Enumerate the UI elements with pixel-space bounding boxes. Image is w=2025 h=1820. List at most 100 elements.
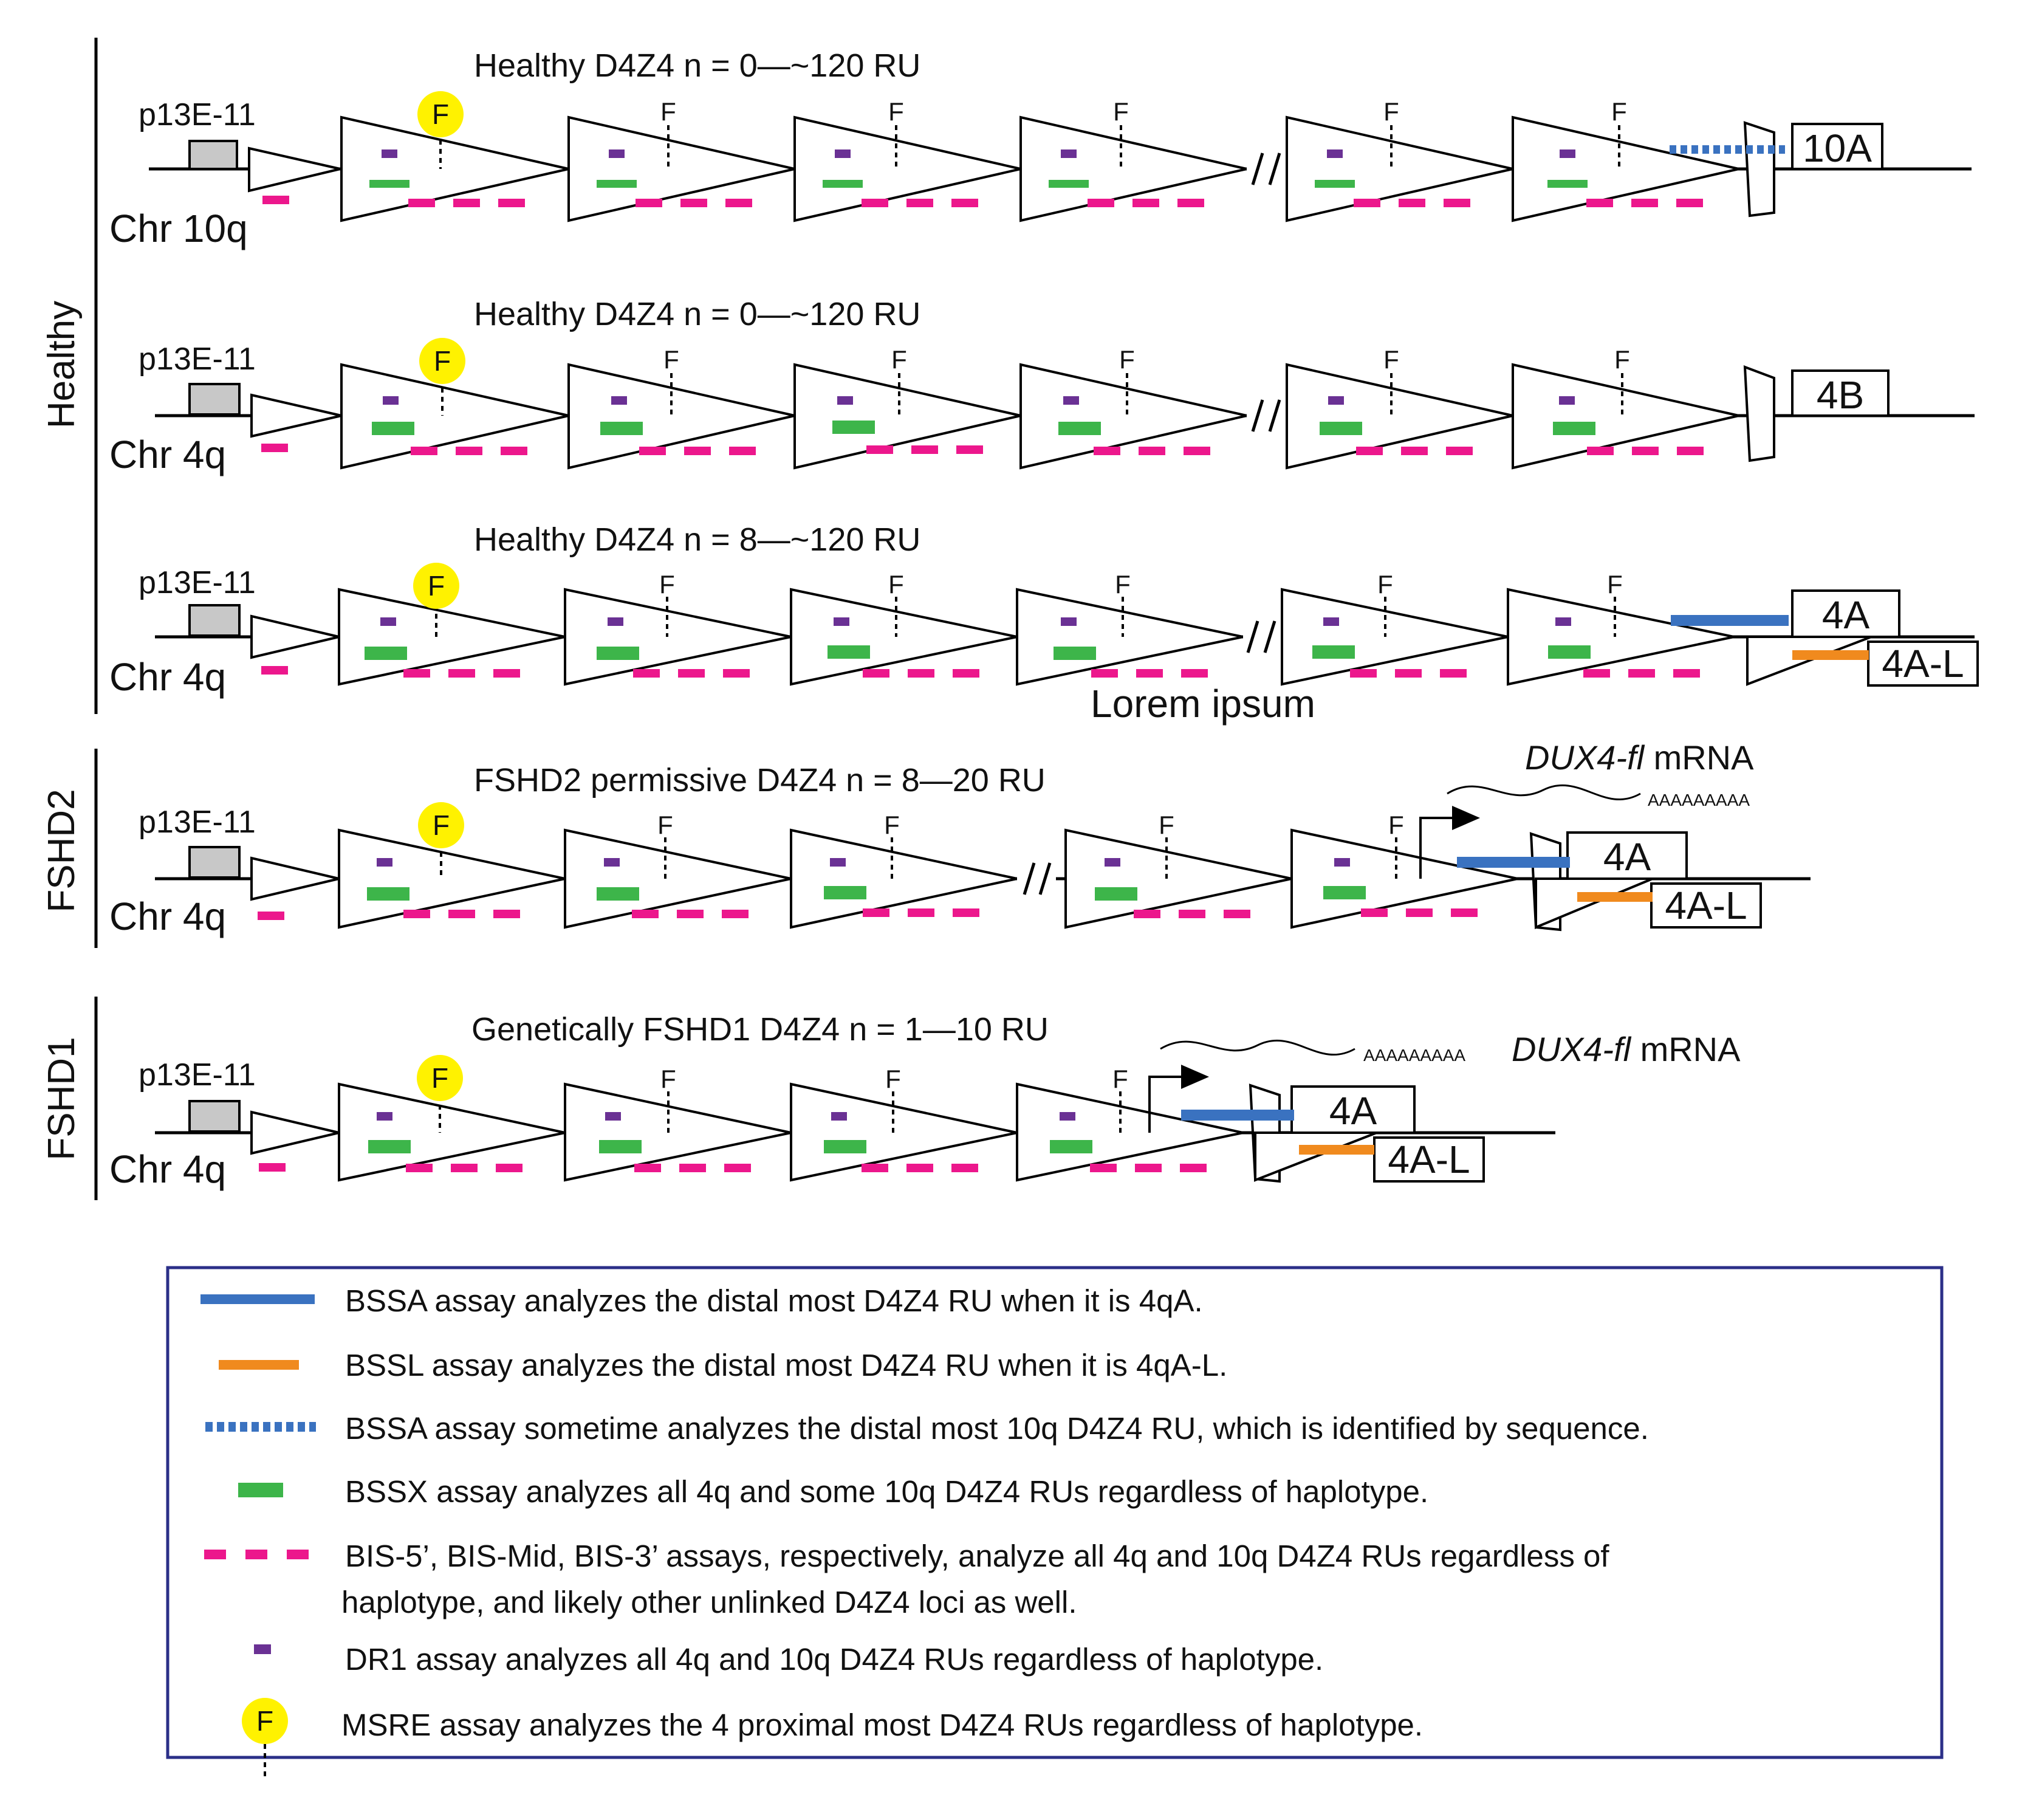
d4z4-repeat-unit: F <box>1016 1065 1244 1182</box>
msre-f-circle <box>418 802 464 848</box>
f-site-label: F <box>891 345 907 374</box>
break-mark <box>1246 620 1259 653</box>
haplotype-label: 4A <box>1603 835 1651 879</box>
f-site-label: F <box>659 570 675 599</box>
row-chr4q-4b: Healthy D4Z4 n = 0—~120 RU p13E-11 Chr 4… <box>109 296 1975 476</box>
legend-swatch-dr1 <box>254 1644 271 1654</box>
proximal-segment <box>250 393 342 438</box>
d4z4-repeat-unit: F <box>1281 570 1509 686</box>
f-site-label: F <box>1119 345 1135 374</box>
d4z4-repeat-unit: F <box>564 570 792 686</box>
partial-repeat <box>1743 365 1775 462</box>
d4z4-repeat-unit: F <box>1507 570 1735 686</box>
haplotype-l-box <box>1867 640 1979 687</box>
msre-f-circle <box>419 338 465 384</box>
row-chr10q: Healthy D4Z4 n = 0—~120 RU p13E-11 Chr 1… <box>109 47 1972 250</box>
p13e-11-probe-box <box>188 1100 241 1133</box>
f-site-label: F <box>888 570 904 599</box>
legend-text: MSRE assay analyzes the 4 proximal most … <box>341 1708 1423 1742</box>
break-mark <box>1023 862 1036 895</box>
bssx-probe <box>369 180 409 188</box>
bssa-probe <box>1457 857 1570 868</box>
row-fshd1: Genetically FSHD1 D4Z4 n = 1—10 RU p13E-… <box>109 1011 1741 1191</box>
partial-repeat <box>1743 121 1775 218</box>
section-label-healthy: Healthy <box>41 301 83 428</box>
d4z4-repeat-unit: F <box>790 1065 1018 1182</box>
f-site-label: F <box>1607 570 1623 599</box>
transcription-arrow <box>1148 1076 1181 1133</box>
d4z4-repeat-unit: F <box>1016 570 1244 686</box>
haplotype-box <box>1791 369 1890 417</box>
f-site-label: F <box>1388 811 1404 839</box>
4a-l-distal-segment <box>1746 636 1872 686</box>
f-site-label: F <box>432 98 449 130</box>
overlay-text: Lorem ipsum <box>1091 682 1315 726</box>
d4z4-repeat-unit: F <box>564 1065 792 1182</box>
haplotype-label: 4A <box>1822 593 1870 637</box>
d4z4-repeat-unit: F <box>340 91 569 222</box>
row-chr4q-4a: Healthy D4Z4 n = 8—~120 RU p13E-11 Chr 4… <box>109 521 1979 726</box>
d4z4-repeat-unit: F <box>1064 811 1292 929</box>
p13e-11-probe-box <box>188 846 241 879</box>
msre-f-circle <box>417 91 464 137</box>
d4z4-repeat-unit: F <box>793 345 1021 470</box>
chromosome-label: Chr 4q <box>109 433 226 476</box>
d4z4-repeat-unit: F <box>790 811 1018 929</box>
dr1-probe <box>382 149 397 158</box>
d4z4-repeat-unit: F <box>790 570 1018 686</box>
probe-label: p13E-11 <box>139 805 256 840</box>
p13e-11-probe-box <box>188 604 241 637</box>
legend-swatch-bssx <box>238 1483 283 1497</box>
f-site-label: F <box>1377 570 1393 599</box>
chromosome-label: Chr 4q <box>109 895 226 938</box>
haplotype-label: 4A <box>1329 1089 1377 1133</box>
msre-f-circle <box>417 1055 463 1101</box>
break-mark <box>1251 399 1264 432</box>
f-site-label: F <box>663 345 679 374</box>
bssl-probe <box>1299 1145 1374 1155</box>
d4z4-repeat-unit: F <box>1286 97 1513 222</box>
f-site-label: F <box>660 1065 676 1093</box>
haplotype-l-box <box>1650 882 1762 929</box>
f-site-label: F <box>433 809 450 841</box>
f-site-label: F <box>1159 811 1174 839</box>
mrna-label: DUX4-fl mRNA <box>1525 738 1754 777</box>
proximal-segment <box>248 146 341 193</box>
d4z4-repeat-unit: F <box>567 97 795 222</box>
section-label-fshd1: FSHD1 <box>41 1037 83 1160</box>
proximal-segment <box>250 1110 340 1155</box>
f-site-label: F <box>434 345 451 377</box>
f-site-label: F <box>1383 97 1399 126</box>
d4z4-repeat-unit: F <box>1512 97 1739 222</box>
bis-probe-dash <box>261 444 288 452</box>
section-label-fshd2: FSHD2 <box>41 789 83 912</box>
haplotype-l-box <box>1373 1136 1485 1183</box>
chromosome-label: Chr 4q <box>109 655 226 699</box>
legend-text: BSSL assay analyzes the distal most D4Z4… <box>345 1348 1227 1382</box>
p13e-11-probe-box <box>188 140 238 170</box>
f-site-label: F <box>885 1065 901 1093</box>
polya-tail: AAAAAAAAA <box>1648 791 1750 809</box>
d4z4-repeat-unit: F <box>338 1055 566 1182</box>
legend-text: BIS-5’, BIS-Mid, BIS-3’ assays, respecti… <box>345 1539 1609 1573</box>
d4z4-repeat-unit: F <box>1019 97 1247 222</box>
chromosome-label: Chr 4q <box>109 1147 226 1191</box>
legend-text-continued: haplotype, and likely other unlinked D4Z… <box>341 1585 1077 1619</box>
proximal-segment <box>250 614 340 659</box>
legend-swatch-msre-circle <box>242 1698 288 1744</box>
legend-text: DR1 assay analyzes all 4q and 10q D4Z4 R… <box>345 1642 1323 1677</box>
probe-label: p13E-11 <box>139 342 256 377</box>
f-site-label: F <box>884 811 900 839</box>
d4z4-repeat-unit: F <box>338 802 566 929</box>
d4z4-repeat-unit: F <box>567 345 795 470</box>
proximal-segment <box>250 856 340 901</box>
row-title: Genetically FSHD1 D4Z4 n = 1—10 RU <box>471 1011 1049 1048</box>
d4z4-repeat-unit: F <box>564 811 792 929</box>
legend-text: BSSA assay analyzes the distal most D4Z4… <box>345 1283 1203 1318</box>
haplotype-label: 10A <box>1803 126 1872 170</box>
mrna-label: DUX4-fl mRNA <box>1512 1030 1741 1068</box>
f-site-label: F <box>660 97 676 126</box>
legend-text: BSSX assay analyzes all 4q and some 10q … <box>345 1474 1428 1509</box>
4a-l-distal-segment <box>1535 877 1653 929</box>
